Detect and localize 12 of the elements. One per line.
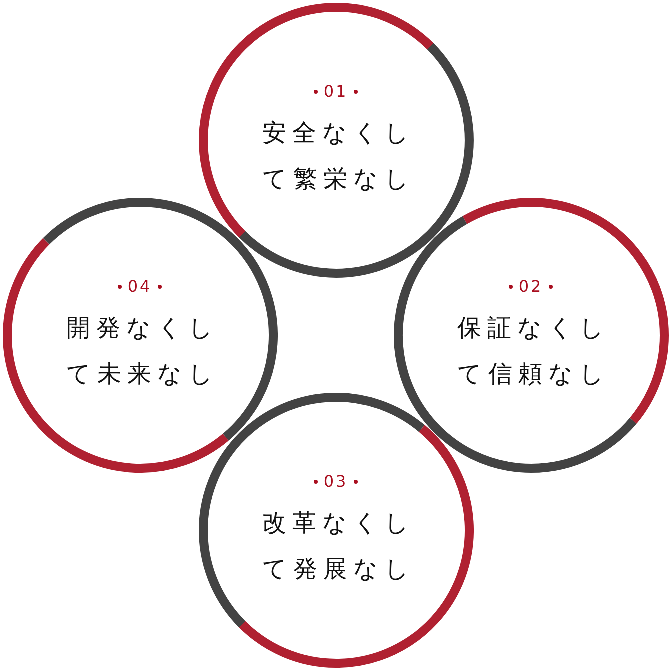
ring-circle (198, 2, 474, 278)
ring-circle (198, 392, 474, 668)
ring-circle (2, 198, 278, 472)
slogan-text: 開発なくして未来なし (66, 313, 220, 390)
slogan-text: 安全なくして繁栄なし (262, 118, 416, 195)
step-number: 01 (308, 82, 364, 102)
step-number: 03 (308, 472, 364, 492)
step-number: 02 (502, 277, 560, 297)
step-number: 04 (112, 277, 168, 297)
slogan-text: 保証なくして信頼なし (456, 313, 612, 390)
ring-circle (394, 198, 668, 472)
slogan-text: 改革なくして発展なし (262, 508, 416, 585)
